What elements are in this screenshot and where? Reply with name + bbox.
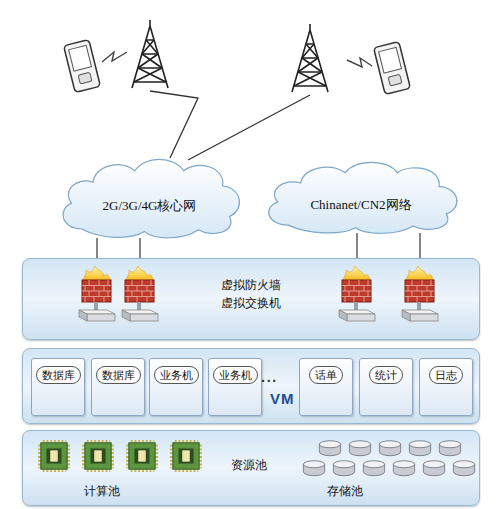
storage-disk	[363, 461, 384, 476]
vm-box: VM数据库	[91, 358, 145, 416]
cpu-chip	[83, 441, 112, 470]
storage-disk	[319, 441, 340, 456]
pool-label: 计算池	[84, 483, 120, 500]
virtual-network-band: 虚拟防火墙虚拟交换机	[22, 258, 480, 340]
radio-signal	[102, 52, 127, 62]
vm-box: VM业务机	[149, 358, 203, 416]
radio-signal	[347, 58, 372, 67]
cell-tower	[132, 20, 168, 88]
cpu-chip	[39, 441, 68, 470]
cpu-chip	[171, 441, 200, 470]
network-link	[356, 233, 357, 258]
vm-box: VM数据库	[31, 358, 85, 416]
vm-box: VM话单	[299, 358, 353, 416]
network-cloud: 2G/3G/4G核心网	[52, 148, 247, 243]
storage-disk	[393, 461, 414, 476]
storage-disk	[423, 461, 444, 476]
storage-disk	[333, 461, 354, 476]
vm-box-text: 话单	[309, 366, 343, 384]
vm-box: VM统计	[359, 358, 413, 416]
cloud-outline	[52, 148, 247, 243]
network-link	[96, 238, 97, 258]
vm-box-text: 日志	[429, 366, 463, 384]
vm-box-text: 业务机	[154, 366, 199, 384]
mobile-phone	[374, 42, 411, 95]
cloud-outline	[257, 152, 465, 238]
backhaul-line	[150, 91, 198, 158]
firewall-icon	[339, 266, 375, 321]
storage-disk	[439, 441, 460, 456]
vm-box-text: 数据库	[96, 366, 141, 384]
network-cloud-text: 2G/3G/4G核心网	[103, 197, 197, 215]
vm-box-text: 数据库	[36, 366, 81, 384]
backhaul-line	[188, 95, 310, 160]
vm-box-text: 统计	[369, 366, 403, 384]
cell-tower	[292, 24, 328, 92]
virtual-network-band-text: 虚拟防火墙	[221, 276, 281, 294]
resource-pool-band-text: 资源池	[231, 457, 267, 474]
vm-box-text: VM	[270, 390, 295, 408]
storage-disk	[349, 441, 370, 456]
storage-disk	[453, 461, 474, 476]
vm-band: ···VM数据库VM数据库VM业务机VM业务机VM话单VM统计VM日志	[22, 348, 480, 424]
mobile-phone	[64, 40, 101, 93]
cpu-chip	[127, 441, 156, 470]
network-link	[139, 238, 140, 258]
vm-box: VM日志	[419, 358, 473, 416]
vm-band-text: ···	[261, 373, 278, 389]
firewall-icon	[122, 266, 158, 321]
storage-disk	[379, 441, 400, 456]
network-cloud-text: Chinanet/CN2网络	[310, 196, 411, 214]
vm-box-text: 业务机	[213, 366, 258, 384]
firewall-icon	[79, 266, 115, 321]
network-cloud: Chinanet/CN2网络	[257, 152, 465, 238]
network-link	[419, 233, 420, 258]
pool-label: 存储池	[327, 483, 363, 500]
virtual-network-band-text: 虚拟交换机	[221, 294, 281, 312]
vm-box: VM业务机	[208, 358, 262, 416]
firewall-icon	[402, 266, 438, 321]
storage-disk	[409, 441, 430, 456]
storage-disk	[303, 461, 324, 476]
